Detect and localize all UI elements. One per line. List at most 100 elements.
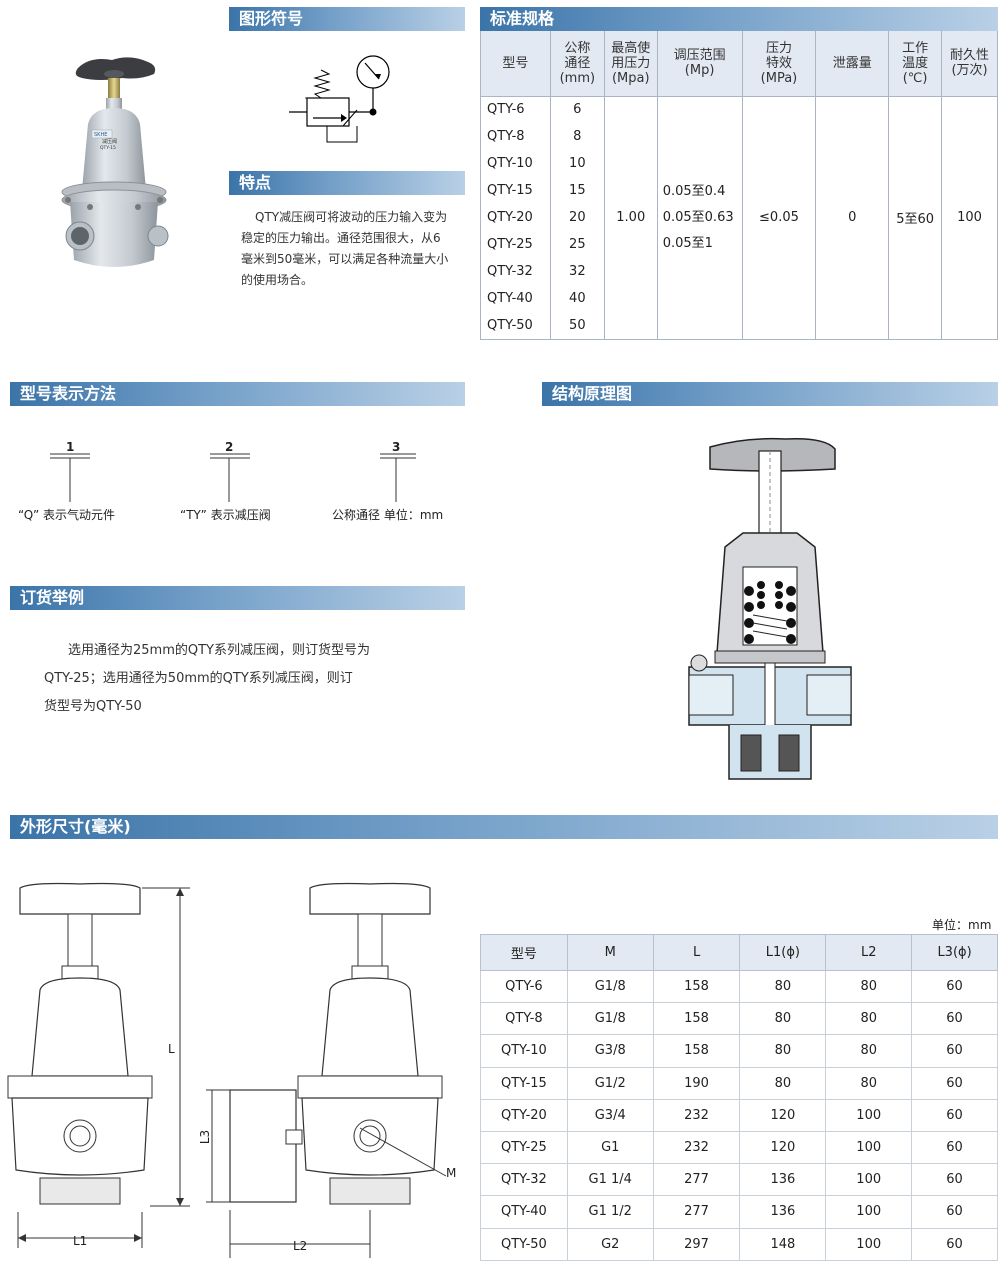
dim-cell: QTY-10 [480,1034,568,1068]
label-M: M [446,1166,457,1180]
spec-range: 0.05至1 [662,235,713,251]
dim-cell: 80 [739,1002,827,1036]
dim-cell: G1/2 [566,1066,654,1100]
dim-cell: 60 [911,1034,998,1068]
spec-model: QTY-32 [480,258,551,285]
spec-model: QTY-50 [480,312,551,340]
spec-header-temp: 工作温度(℃) [888,31,943,97]
dim-cell: 136 [739,1163,827,1197]
dim-cell: QTY-40 [480,1195,568,1229]
dim-cell: 100 [825,1130,913,1165]
spec-header-bore: 公称通径(mm) [549,31,605,97]
spec-header-model: 型号 [480,31,551,97]
spec-bore: 8 [549,123,605,150]
spec-model: QTY-15 [480,177,551,204]
dim-cell: QTY-8 [480,1002,568,1036]
dim-cell: 100 [825,1098,913,1132]
code-desc-3: 公称通径 单位：mm [332,508,444,522]
spec-model: QTY-40 [480,285,551,312]
dim-cell: 60 [911,1227,998,1261]
dim-cell: G1/8 [566,969,654,1004]
dim-cell: G1 [566,1130,654,1165]
dim-cell: G1 1/4 [566,1163,654,1197]
spec-pressure-char: ≤0.05 [741,96,817,340]
spec-header-leakage: 泄露量 [815,31,890,97]
dim-cell: 60 [911,1066,998,1100]
spec-range: 0.05至0.63 [662,209,734,225]
spec-bore: 10 [549,150,605,177]
spec-durability: 100 [941,96,998,340]
spec-range: 0.05至0.4 [662,183,726,199]
spec-bore: 40 [549,285,605,312]
dim-cell: G1/8 [566,1002,654,1036]
dim-cell: 232 [652,1130,741,1165]
dim-header: L [652,934,741,971]
dim-cell: 80 [825,1034,913,1068]
spec-range-cell: 0.05至0.4 0.05至0.63 0.05至1 [656,96,743,340]
dim-cell: 277 [652,1163,741,1197]
spec-bore: 15 [549,177,605,204]
dim-cell: QTY-32 [480,1163,568,1197]
order-text: 选用通径为25mm的QTY系列减压阀，则订货型号为 QTY-25；选用通径为50… [44,637,464,721]
product-label-model: QTY-15 [100,145,116,151]
dim-cell: 158 [652,1034,741,1068]
dim-cell: G2 [566,1227,654,1261]
dim-header: L2 [825,934,913,971]
code-desc-2: “TY” 表示减压阀 [180,508,271,522]
code-desc-1: “Q” 表示气动元件 [18,508,116,522]
dim-cell: 80 [825,969,913,1004]
dim-cell: 60 [911,969,998,1004]
dim-cell: QTY-6 [480,969,568,1004]
dim-cell: QTY-20 [480,1098,568,1132]
dim-cell: 158 [652,969,741,1004]
section-header-structure: 结构原理图 [542,382,998,406]
dim-cell: 60 [911,1002,998,1036]
order-line: 选用通径为25mm的QTY系列减压阀，则订货型号为 [68,643,370,658]
label-L2: L2 [293,1239,308,1253]
product-photo: SKHE 减压阀 QTY-15 [61,57,169,267]
spec-bore: 32 [549,258,605,285]
dim-cell: 100 [825,1195,913,1229]
dim-header: L3(ϕ) [911,934,998,971]
spec-bore: 20 [549,204,605,231]
spec-bore: 25 [549,231,605,258]
dim-cell: QTY-15 [480,1066,568,1100]
spec-table: 型号 公称通径(mm) 最高使用压力(Mpa) 调压范围(Mp) 压力特效(MP… [480,31,998,340]
spec-model: QTY-8 [480,123,551,150]
dim-cell: 60 [911,1098,998,1132]
dim-cell: 148 [739,1227,827,1261]
spec-bore: 6 [549,96,605,123]
code-number-2: 2 [225,440,234,454]
dim-cell: 136 [739,1195,827,1229]
feature-line: 的使用场合。 [241,273,314,287]
spec-header-pressure-char: 压力特效(MPa) [741,31,817,97]
dim-header: M [566,934,654,971]
dim-cell: 60 [911,1163,998,1197]
dim-cell: G3/8 [566,1034,654,1068]
code-number-3: 3 [392,440,401,454]
dim-cell: 158 [652,1002,741,1036]
dim-cell: 80 [825,1066,913,1100]
feature-text: QTY减压阀可将波动的压力输入变为 稳定的压力输出。通径范围很大，从6 毫米到5… [241,207,463,291]
dim-cell: G1 1/2 [566,1195,654,1229]
section-header-spec: 标准规格 [480,7,998,31]
dim-cell: G3/4 [566,1098,654,1132]
label-L3: L3 [198,1129,213,1145]
side-view-drawing [206,882,447,1258]
label-L: L [168,1042,175,1056]
dim-cell: QTY-50 [480,1227,568,1261]
dim-cell: 190 [652,1066,741,1100]
spec-temp: 5至60 [888,96,943,340]
order-line: 货型号为QTY-50 [44,699,142,714]
feature-line: 毫米到50毫米，可以满足各种流量大小 [241,252,449,266]
spec-model: QTY-6 [480,96,551,123]
spec-model: QTY-20 [480,204,551,231]
dim-cell: 277 [652,1195,741,1229]
spec-header-max-pressure: 最高使用压力(Mpa) [603,31,658,97]
